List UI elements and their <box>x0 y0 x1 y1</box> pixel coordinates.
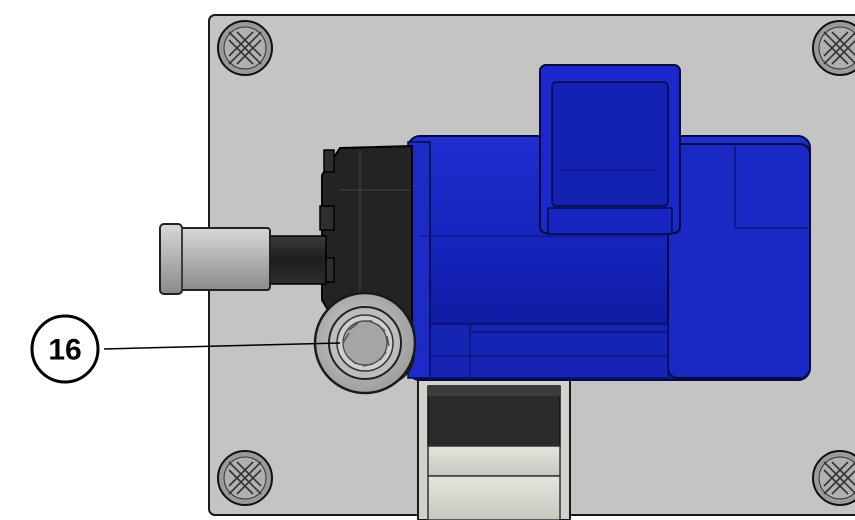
inlet-port <box>313 291 417 395</box>
callout-16-label: 16 <box>48 334 81 367</box>
outlet-nozzle <box>159 223 271 295</box>
callout-leader-16 <box>103 342 341 350</box>
motor <box>407 64 811 381</box>
outlet-pipe <box>265 235 327 285</box>
pump-head <box>319 144 413 331</box>
support-bracket <box>417 373 571 520</box>
mounting-bolt-bottom-left <box>217 450 273 506</box>
mounting-bolt-top-left <box>217 20 273 76</box>
mounting-bolt-top-right <box>812 20 855 76</box>
callout-16: 16 <box>30 314 100 384</box>
mounting-bolt-bottom-right <box>812 450 855 506</box>
